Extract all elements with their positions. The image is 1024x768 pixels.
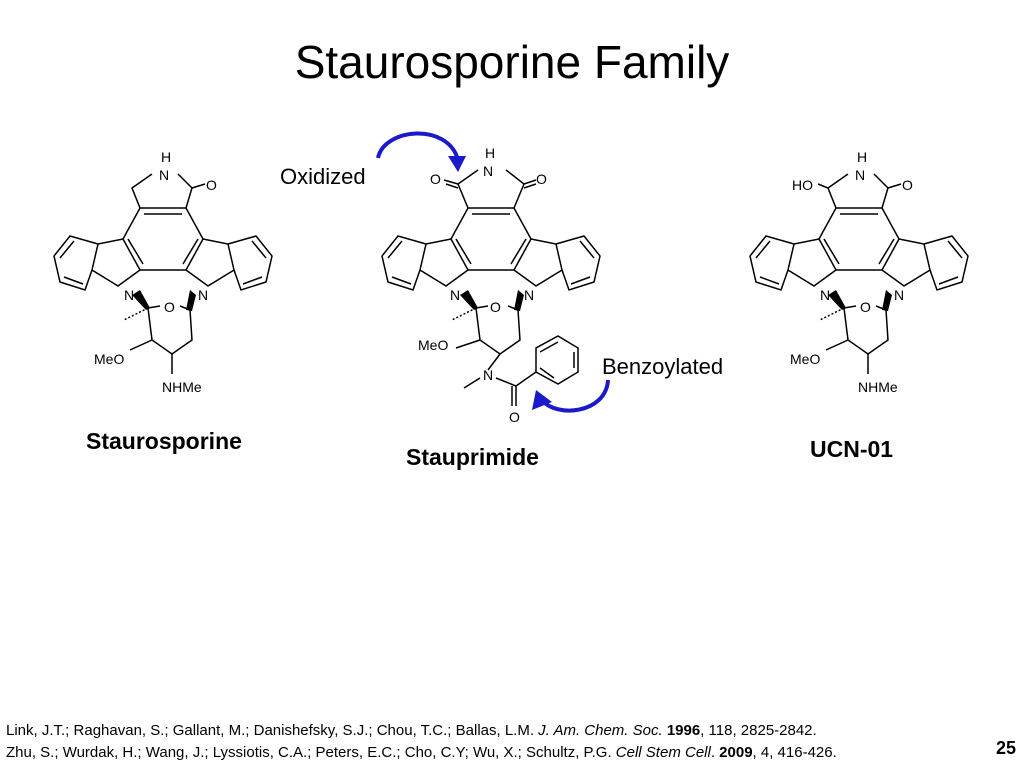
oxidized-arrow-icon xyxy=(376,131,466,172)
staurosporine-structure: H N O N N O MeO NHMe xyxy=(40,140,300,410)
compound-name-ucn01: UCN-01 xyxy=(810,436,894,462)
atom-o-left: O xyxy=(430,171,441,187)
atom-n-left: N xyxy=(450,287,460,303)
atom-n-left: N xyxy=(820,287,830,303)
atom-meo: MeO xyxy=(790,351,820,367)
atom-o-amide: O xyxy=(509,409,520,425)
atom-n-right: N xyxy=(524,287,534,303)
annotation-oxidized: Oxidized xyxy=(280,164,366,189)
staurosporine-svg: H N O N N O MeO NHMe xyxy=(53,149,273,395)
stauprimide-svg: H N O O N N O MeO N O xyxy=(381,145,601,425)
atom-n: N xyxy=(159,167,169,183)
atom-n-left: N xyxy=(124,287,134,303)
ucn01-svg: H N O HO N N O MeO NHMe xyxy=(749,149,969,395)
atom-o-right: O xyxy=(536,171,547,187)
atom-n: N xyxy=(483,163,493,179)
atom-n-right: N xyxy=(894,287,904,303)
atom-o-ring: O xyxy=(860,299,871,315)
atom-h: H xyxy=(161,149,171,165)
atom-meo: MeO xyxy=(418,337,448,353)
atom-h: H xyxy=(857,149,867,165)
references: Link, J.T.; Raghavan, S.; Gallant, M.; D… xyxy=(6,720,837,764)
atom-nhme: NHMe xyxy=(858,379,898,395)
benzoylated-arrow-icon xyxy=(532,379,610,413)
atom-ho: HO xyxy=(792,177,813,193)
atom-n: N xyxy=(855,167,865,183)
slide-number: 25 xyxy=(995,738,1016,758)
slide-title: Staurosporine Family xyxy=(294,36,730,88)
atom-n-amide: N xyxy=(483,367,493,383)
compound-name-stauprimide: Stauprimide xyxy=(406,444,539,470)
atom-o-ring: O xyxy=(490,299,501,315)
stauprimide-structure: H N O O N N O MeO N O xyxy=(368,140,628,425)
atom-o: O xyxy=(902,177,913,193)
compound-name-staurosporine: Staurosporine xyxy=(86,428,242,454)
reference-2: Zhu, S.; Wurdak, H.; Wang, J.; Lyssiotis… xyxy=(6,744,837,761)
atom-nhme: NHMe xyxy=(162,379,202,395)
annotation-benzoylated: Benzoylated xyxy=(602,354,724,379)
atom-h: H xyxy=(485,145,495,161)
atom-o: O xyxy=(206,177,217,193)
atom-n-right: N xyxy=(198,287,208,303)
atom-o-ring: O xyxy=(164,299,175,315)
reference-1: Link, J.T.; Raghavan, S.; Gallant, M.; D… xyxy=(6,722,817,739)
atom-meo: MeO xyxy=(94,351,124,367)
ucn01-structure: H N O HO N N O MeO NHMe xyxy=(736,140,996,410)
